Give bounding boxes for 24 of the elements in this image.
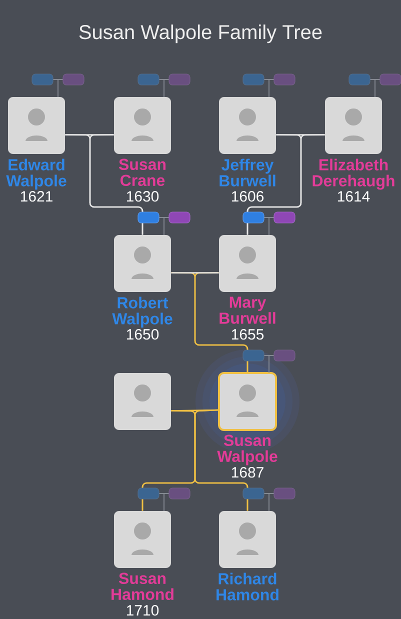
person-name: Robert Walpole	[112, 296, 172, 328]
connector-line	[171, 272, 219, 274]
connector-line	[276, 134, 325, 136]
connector-line	[65, 134, 114, 136]
person-name: Edward Walpole	[6, 158, 66, 190]
birth-year: 1606	[232, 191, 264, 202]
connector-line	[171, 409, 218, 412]
birth-year: 1614	[338, 191, 370, 202]
birth-year: 1687	[232, 467, 264, 478]
person-name: Richard Hamond	[216, 572, 278, 600]
title: Susan Walpole Family Tree	[79, 24, 322, 44]
birth-year: 1630	[126, 191, 159, 202]
person-name: Elizabeth Derehaugh	[312, 158, 394, 190]
birth-year: 1710	[126, 605, 159, 616]
birth-year: 1621	[20, 191, 52, 202]
person-name: Susan Crane	[118, 158, 166, 186]
person-name: Susan Hamond	[112, 572, 174, 600]
connector-line	[194, 409, 248, 511]
person-name: Mary Burwell	[220, 296, 276, 324]
birth-year: 1650	[126, 329, 159, 340]
person-name: Susan Walpole	[217, 434, 278, 466]
birth-year: 1655	[232, 329, 264, 340]
person-name: Jeffrey Burwell	[220, 158, 276, 186]
connector-line	[89, 134, 144, 235]
